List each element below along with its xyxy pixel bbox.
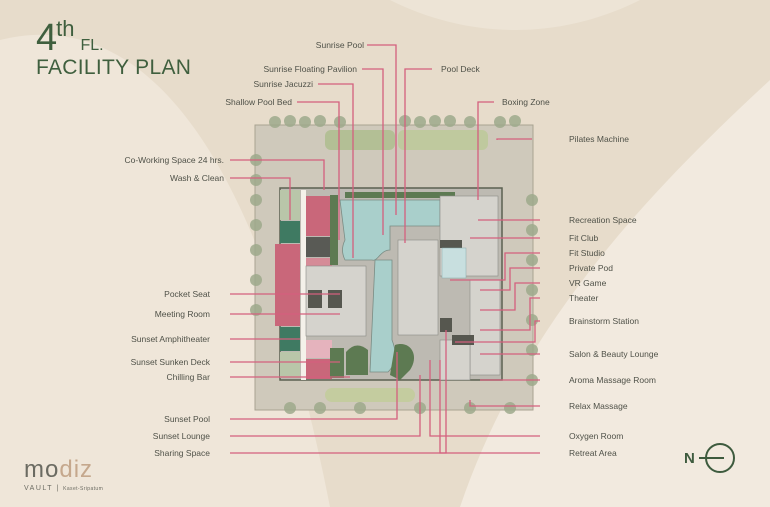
pools (339, 199, 441, 373)
floor-number: 4thFL. (36, 16, 104, 59)
label-co-working-space: Co-Working Space 24 hrs. (124, 155, 224, 165)
label-relax-massage: Relax Massage (569, 401, 628, 411)
label-meeting-room: Meeting Room (154, 309, 210, 319)
floor-title: 4thFL. FACILITY PLAN (36, 16, 192, 80)
label-retreat-area: Retreat Area (569, 448, 617, 458)
landscape-greens (330, 192, 455, 380)
label-fit-club: Fit Club (569, 233, 599, 243)
label-brainstorm-station: Brainstorm Station (569, 316, 639, 326)
label-shallow-pool-bed: Shallow Pool Bed (225, 97, 292, 107)
label-wash-clean: Wash & Clean (169, 173, 224, 183)
label-sunset-sunken-deck: Sunset Sunken Deck (130, 357, 210, 367)
label-sunrise-floating-pavilion: Sunrise Floating Pavilion (263, 64, 357, 74)
label-chilling-bar: Chilling Bar (166, 372, 210, 382)
label-pilates-machine: Pilates Machine (569, 134, 630, 144)
label-pocket-seat: Pocket Seat (164, 289, 210, 299)
label-sunset-pool: Sunset Pool (164, 414, 210, 424)
label-aroma-massage-room: Aroma Massage Room (569, 375, 656, 385)
label-boxing-zone: Boxing Zone (502, 97, 550, 107)
label-vr-game: VR Game (569, 278, 607, 288)
label-recreation-space: Recreation Space (569, 215, 637, 225)
brand-wordmark: modiz (24, 456, 94, 483)
fit-studio (441, 247, 467, 279)
leader-lines (230, 44, 540, 454)
label-oxygen-room: Oxygen Room (569, 431, 624, 441)
north-label: N (684, 450, 695, 467)
label-private-pod: Private Pod (569, 263, 613, 273)
north-compass: N (684, 443, 744, 477)
label-sunrise-jacuzzi: Sunrise Jacuzzi (253, 79, 313, 89)
compass-icon (699, 443, 735, 473)
label-pool-deck: Pool Deck (441, 64, 480, 74)
label-theater: Theater (569, 293, 599, 303)
label-salon-beauty-lounge: Salon & Beauty Lounge (569, 349, 659, 359)
label-sunrise-pool: Sunrise Pool (315, 40, 364, 50)
brand-logo: modiz VAULT | Kaset-Sripatum (24, 456, 104, 493)
label-sharing-space: Sharing Space (154, 448, 210, 458)
plan-heading: FACILITY PLAN (36, 56, 192, 79)
brand-subline: VAULT | Kaset-Sripatum (24, 485, 104, 492)
label-sunset-amphitheater: Sunset Amphitheater (131, 334, 210, 344)
label-fit-studio: Fit Studio (569, 248, 605, 258)
label-sunset-lounge: Sunset Lounge (152, 431, 210, 441)
